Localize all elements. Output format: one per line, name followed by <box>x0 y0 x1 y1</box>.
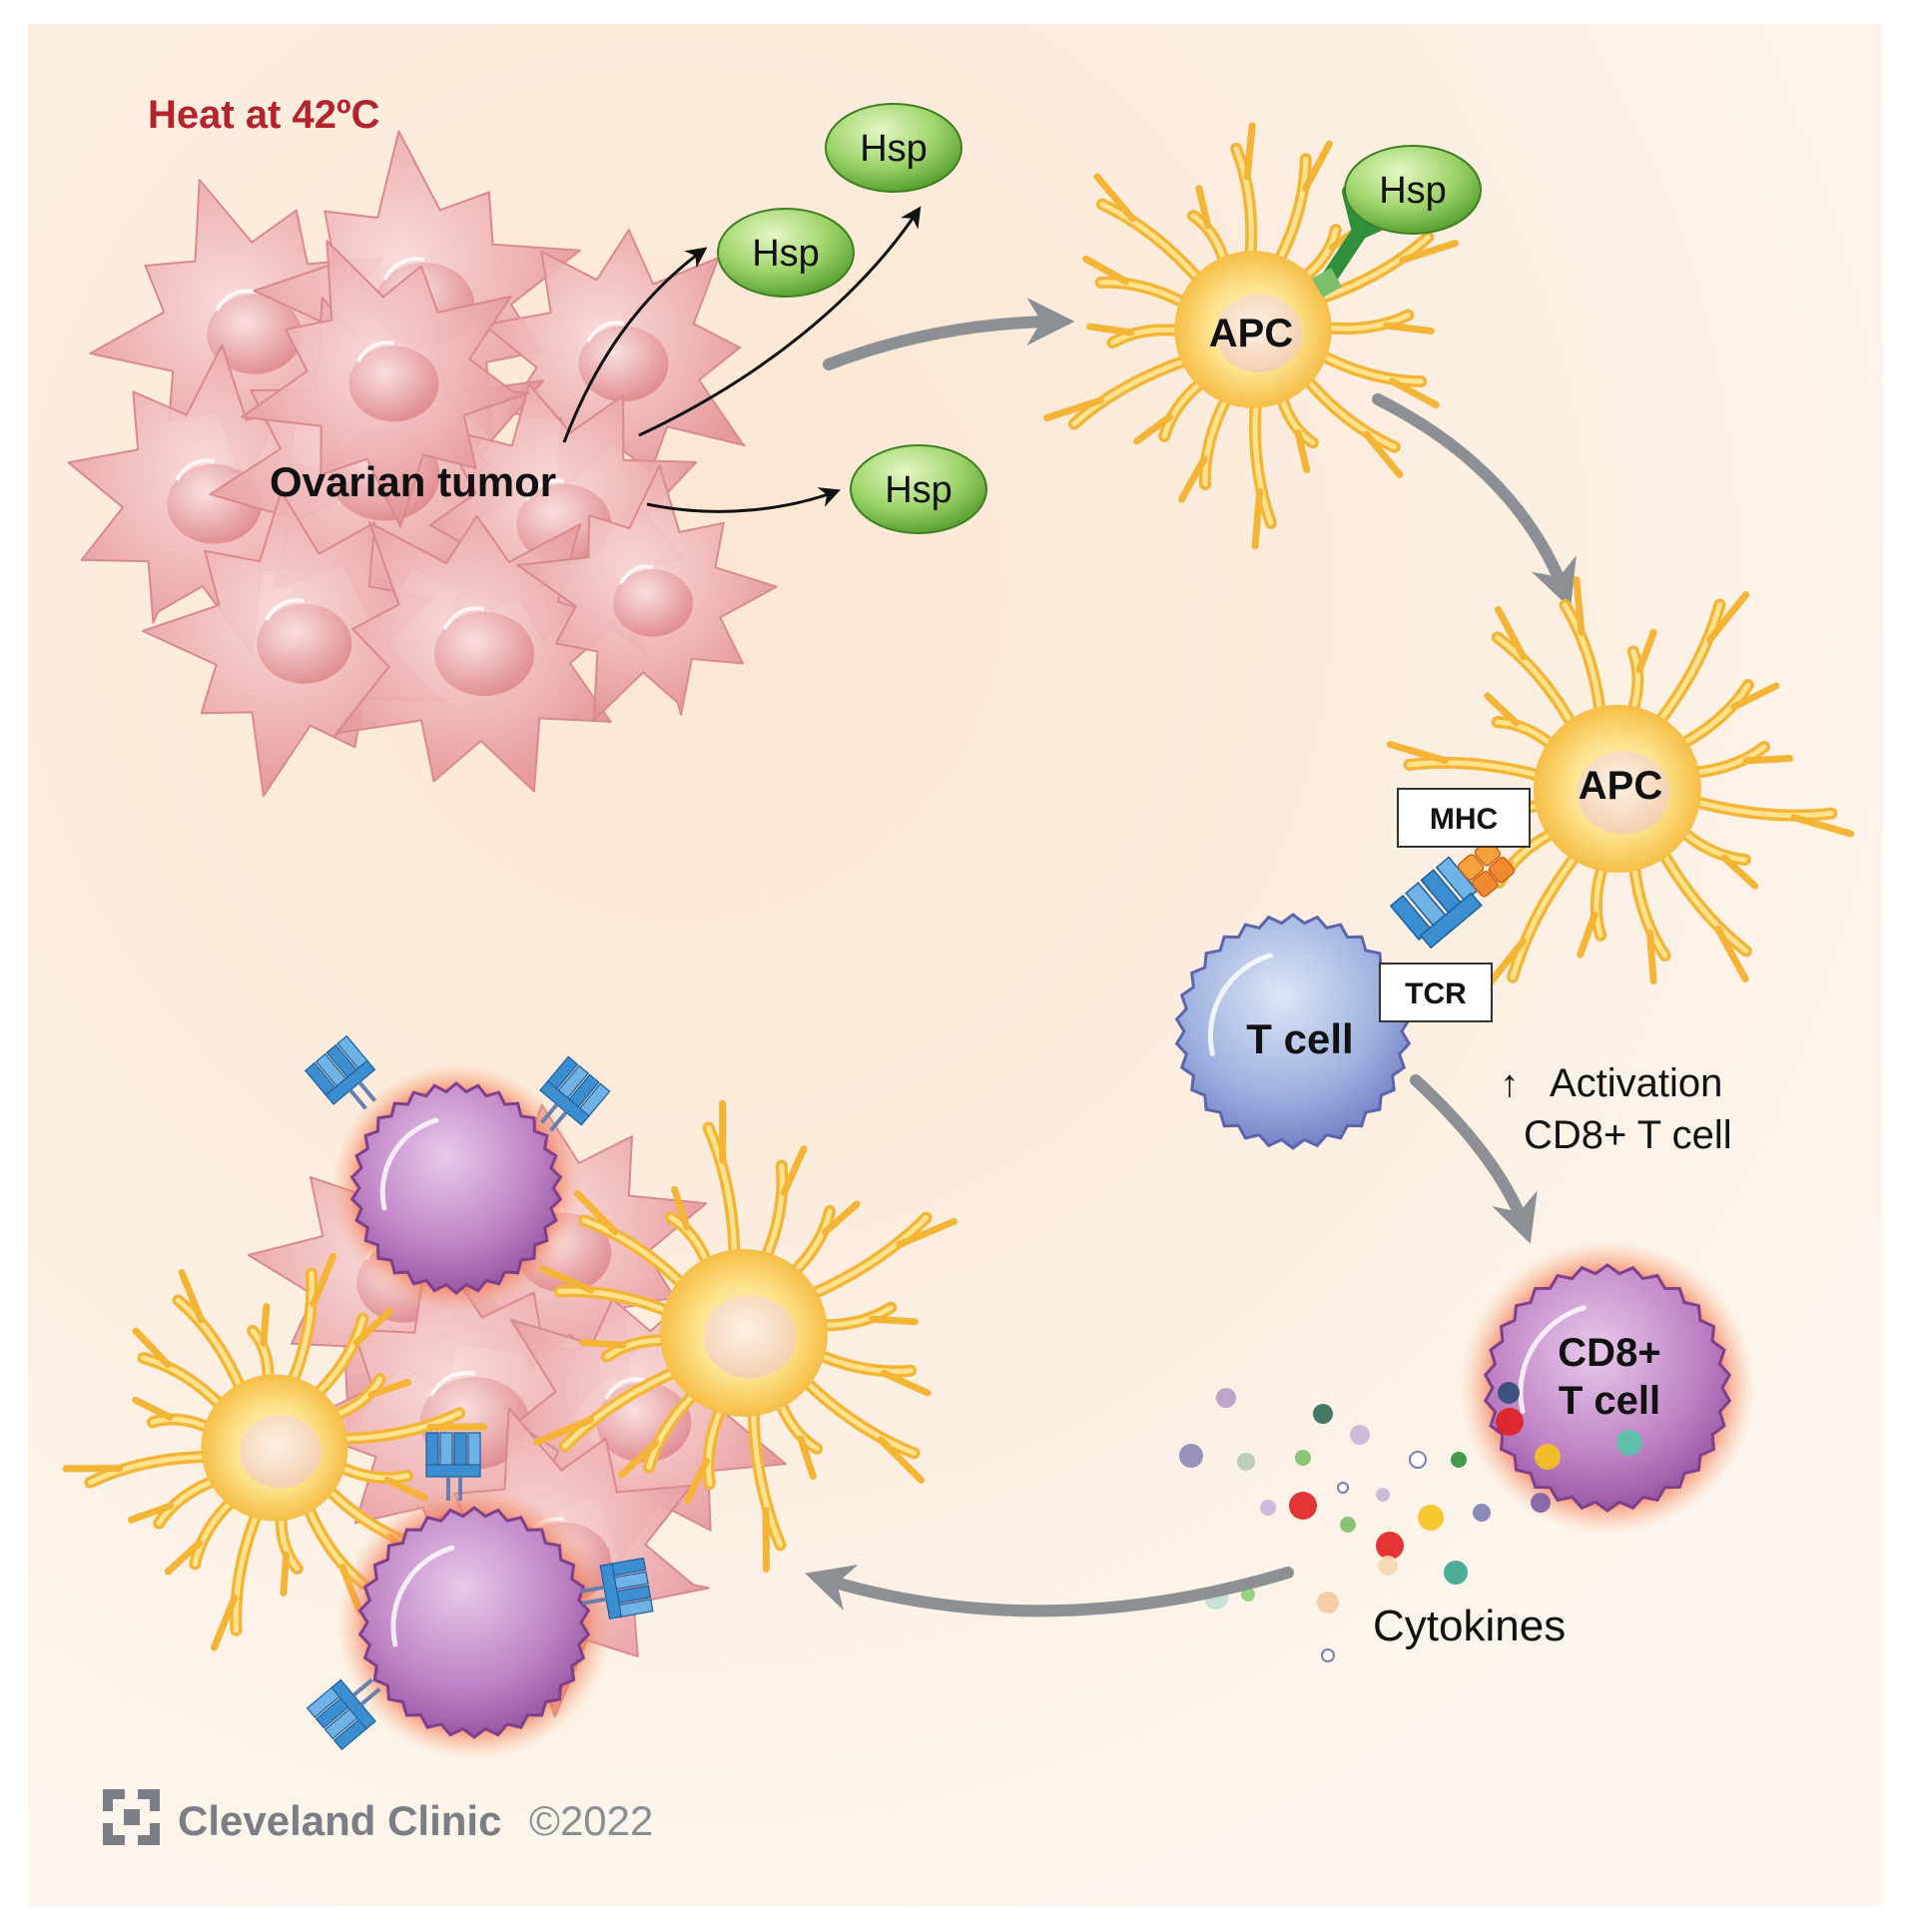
cytokine-dot <box>1237 1453 1255 1471</box>
logo-icon <box>103 1789 160 1845</box>
cytokine-dots <box>1179 1382 1642 1662</box>
flow-arrow-tumor-to-apc <box>823 298 1075 370</box>
activation-annotation: ↑ Activation CD8+ T cell <box>1501 1061 1732 1157</box>
hsp-protein: Hsp <box>717 208 855 298</box>
apc-cell <box>1043 122 1460 550</box>
brand-name: Cleveland Clinic <box>178 1797 501 1844</box>
hsp-protein: Hsp <box>850 444 987 534</box>
cytokine-dot <box>1498 1382 1520 1404</box>
tumor-cell <box>516 464 778 722</box>
hsp-protein: Hsp <box>825 103 962 193</box>
cytokine-dot <box>1409 1451 1427 1469</box>
flow-arrow-cytokines <box>805 1565 1294 1617</box>
apc-label: APC <box>1579 764 1662 808</box>
cytokine-dot <box>1535 1444 1561 1470</box>
activation-line-1: Activation <box>1550 1061 1722 1105</box>
cleveland-clinic-logo: Cleveland Clinic <box>103 1789 501 1845</box>
cytokine-dot <box>1260 1500 1276 1516</box>
release-arrow-2 <box>638 206 922 437</box>
cytokine-dot <box>1376 1488 1390 1502</box>
tumor-immune-attack-cluster <box>62 1034 957 1760</box>
copyright-text: ©2022 <box>529 1797 653 1844</box>
cytokine-dot <box>1451 1452 1467 1468</box>
tumor-cell <box>141 490 448 798</box>
tcr-label-box: TCR <box>1379 963 1493 1022</box>
tumor-cell <box>482 229 746 495</box>
hsp-label: Hsp <box>752 233 820 275</box>
mhc-label-box: MHC <box>1397 788 1531 848</box>
release-arrow-3 <box>646 487 841 513</box>
cytokine-dot <box>1313 1404 1333 1424</box>
activation-arrow: ↑ <box>1501 1063 1520 1105</box>
flow-arrow-activation <box>1410 1074 1538 1244</box>
mhc-tcr-complex <box>1389 840 1516 950</box>
cytokine-dot <box>1378 1556 1398 1576</box>
cytokine-dot <box>1531 1493 1551 1513</box>
cytokine-dot <box>1418 1505 1444 1531</box>
release-arrow-1 <box>562 247 708 443</box>
cd8-label-line-1: CD8+ <box>1558 1331 1660 1375</box>
tcr-label: TCR <box>1405 977 1467 1010</box>
tcr-receptor <box>580 1557 654 1619</box>
page-title: Heat at 42ºC <box>148 93 379 137</box>
apc-body <box>533 1099 957 1573</box>
cytokine-dot <box>1340 1517 1356 1533</box>
cytokine-dot <box>1616 1430 1642 1456</box>
cytokine-dot <box>1241 1588 1255 1602</box>
cytokines-label: Cytokines <box>1373 1602 1566 1650</box>
apc-body <box>1043 122 1460 550</box>
tumor-cell <box>241 240 529 528</box>
hsp-label: Hsp <box>1379 170 1447 212</box>
cytokine-dot <box>1216 1388 1236 1408</box>
lymphocyte-body <box>331 1063 581 1313</box>
tumor-label: Ovarian tumor <box>270 458 556 505</box>
t-cell <box>1174 913 1412 1150</box>
hsp-label: Hsp <box>860 128 928 170</box>
cytokine-dot <box>1473 1504 1491 1522</box>
mhc-label: MHC <box>1430 803 1498 836</box>
cytokine-dot <box>1444 1561 1468 1585</box>
cytokine-dot <box>1350 1425 1370 1445</box>
cytokine-dot <box>1321 1648 1335 1662</box>
tcr-receptor <box>306 1677 381 1751</box>
ovarian-tumor-cluster: Ovarian tumor <box>67 130 778 798</box>
flow-arrow-apc-maturation <box>1372 393 1577 609</box>
cytokine-dot <box>1179 1444 1203 1468</box>
tcr-receptor <box>425 1432 481 1501</box>
cytokine-dot <box>1295 1450 1311 1466</box>
cytokine-dot <box>1317 1592 1339 1613</box>
cytokine-dot <box>1337 1482 1349 1494</box>
cytokine-dot <box>1496 1408 1524 1436</box>
cytokine-dot <box>1289 1492 1317 1520</box>
hsp-label: Hsp <box>885 469 953 511</box>
tcr-receptor <box>539 1055 611 1132</box>
cytokine-dot <box>1376 1532 1404 1560</box>
t-cell-label: T cell <box>1246 1015 1353 1062</box>
cd8-label-line-2: T cell <box>1559 1379 1660 1423</box>
activation-line-2: CD8+ T cell <box>1524 1113 1732 1157</box>
hsp-protein: Hsp <box>1344 145 1482 235</box>
apc-label: APC <box>1209 312 1293 355</box>
lymphocyte-body <box>336 1485 612 1760</box>
tcr-receptor <box>304 1034 377 1110</box>
lymphocyte-body <box>1174 913 1412 1150</box>
